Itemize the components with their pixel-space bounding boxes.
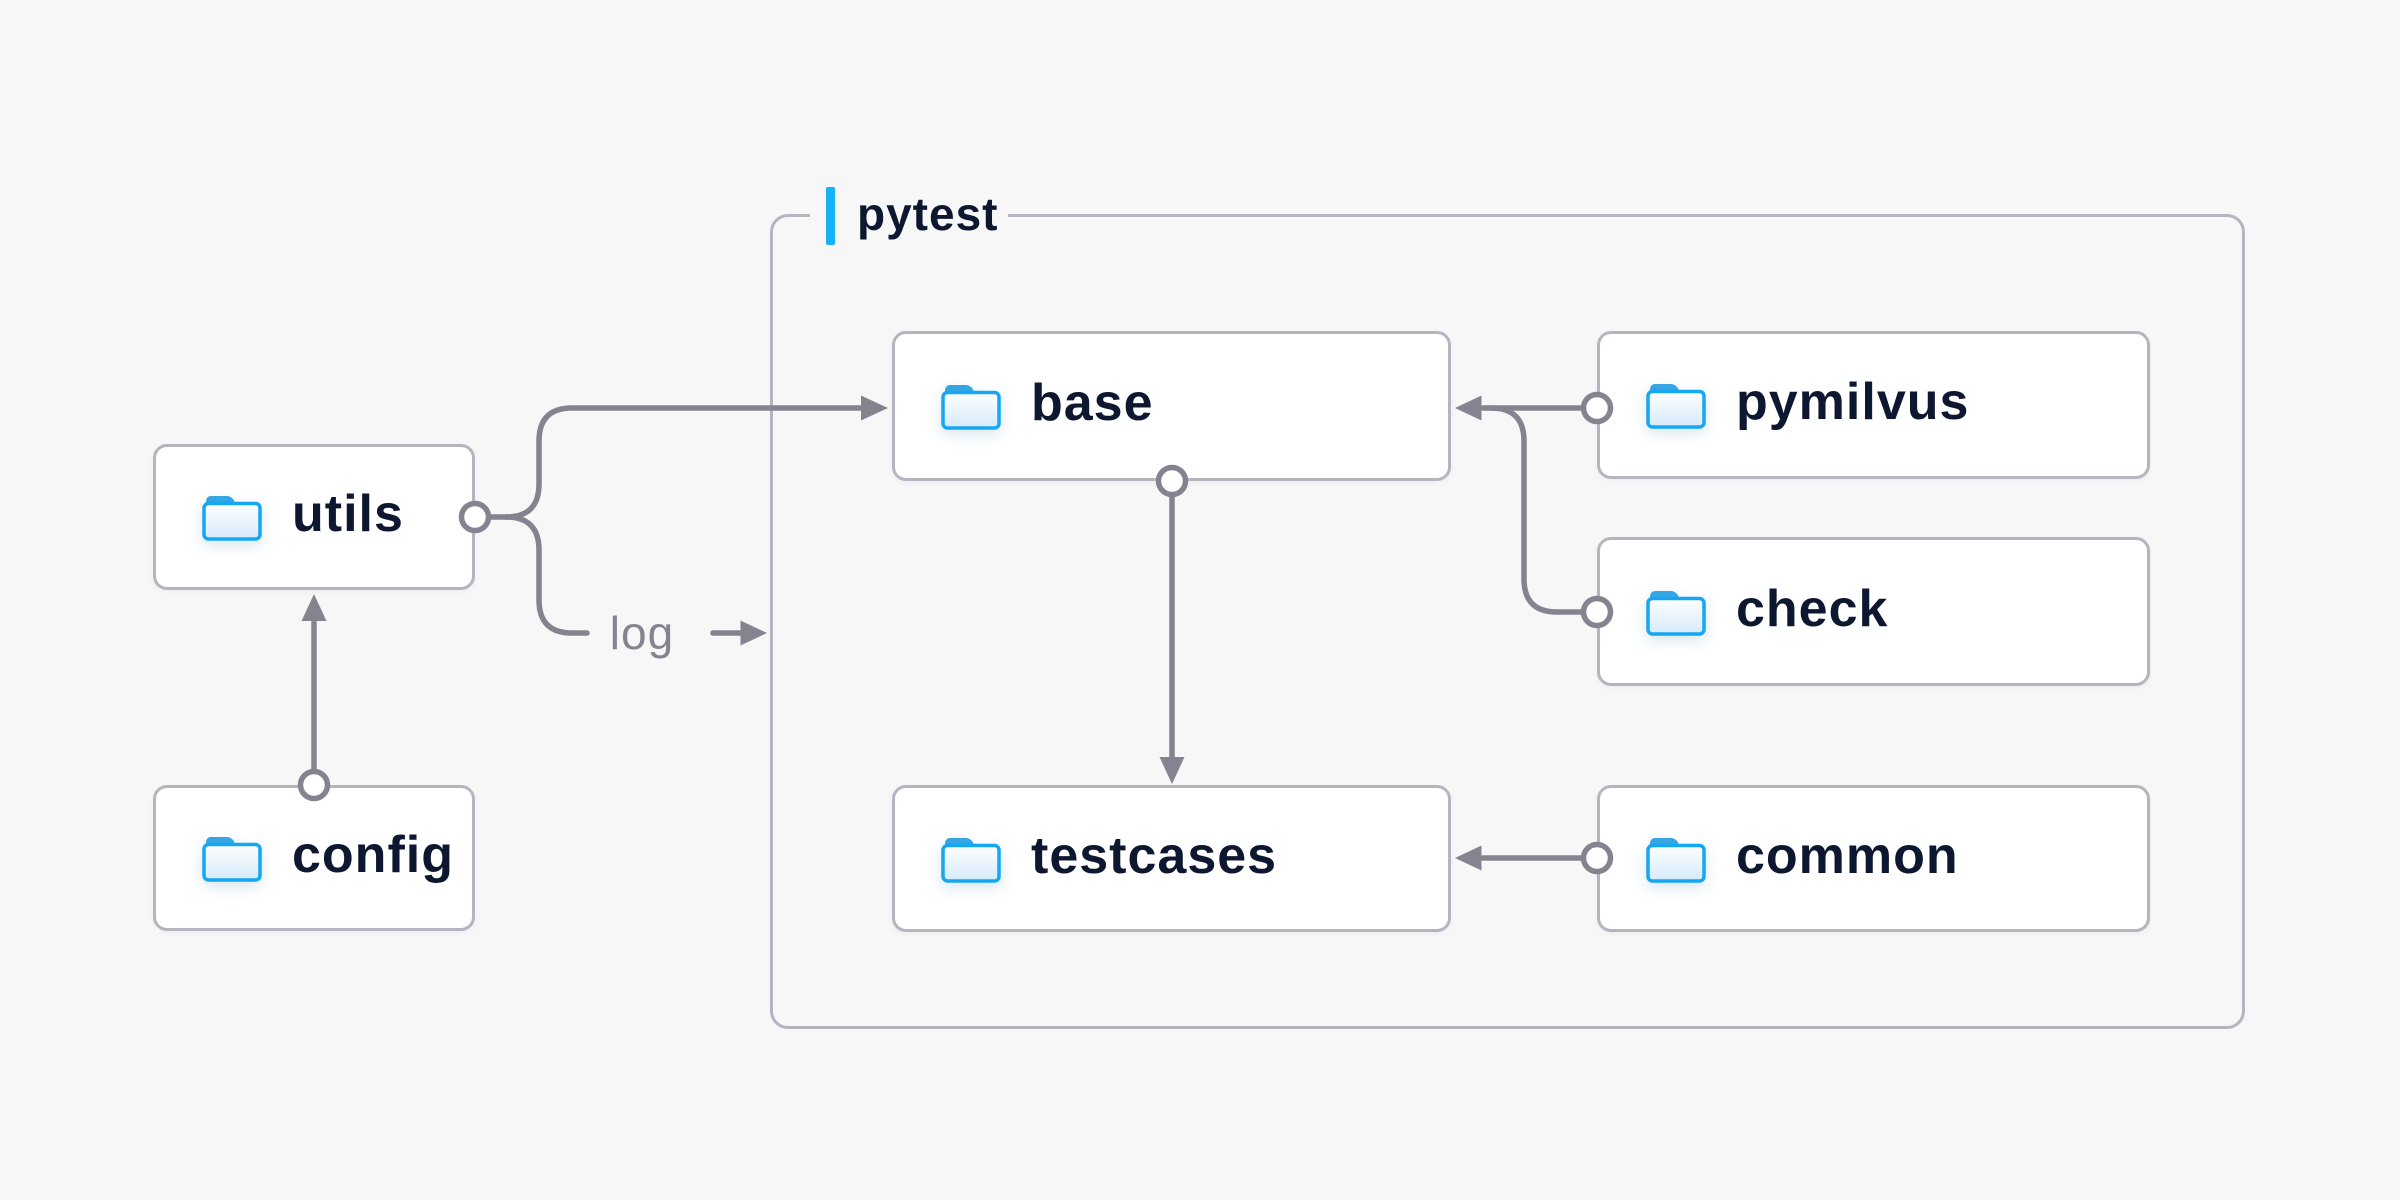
pytest-accent-bar	[826, 187, 835, 245]
node-label-testcases: testcases	[1031, 826, 1278, 885]
edge-log-arrow	[710, 620, 767, 646]
log-edge-label: log	[609, 607, 675, 659]
node-common: common	[1597, 785, 2150, 932]
node-label-config: config	[292, 826, 454, 884]
node-label-utils: utils	[292, 485, 404, 543]
node-base: base	[892, 331, 1451, 481]
node-check: check	[1597, 537, 2150, 686]
folder-icon	[200, 491, 264, 543]
edge-config-utils	[297, 594, 331, 802]
folder-icon	[200, 832, 264, 884]
pytest-group-box	[770, 214, 2245, 1029]
folder-icon	[1644, 379, 1708, 431]
node-label-common: common	[1736, 826, 1959, 885]
node-label-base: base	[1031, 374, 1154, 432]
pytest-group-title: pytest	[857, 188, 999, 240]
folder-icon	[1644, 586, 1708, 638]
folder-icon	[939, 833, 1003, 885]
edge-utils-log	[458, 500, 590, 636]
node-label-check: check	[1736, 579, 1889, 638]
node-testcases: testcases	[892, 785, 1451, 932]
node-label-pymilvus: pymilvus	[1736, 373, 1970, 431]
node-utils: utils	[153, 444, 475, 590]
folder-icon	[939, 380, 1003, 432]
node-config: config	[153, 785, 475, 931]
folder-icon	[1644, 833, 1708, 885]
node-pymilvus: pymilvus	[1597, 331, 2150, 479]
pytest-group-label: pytest	[810, 185, 1009, 247]
